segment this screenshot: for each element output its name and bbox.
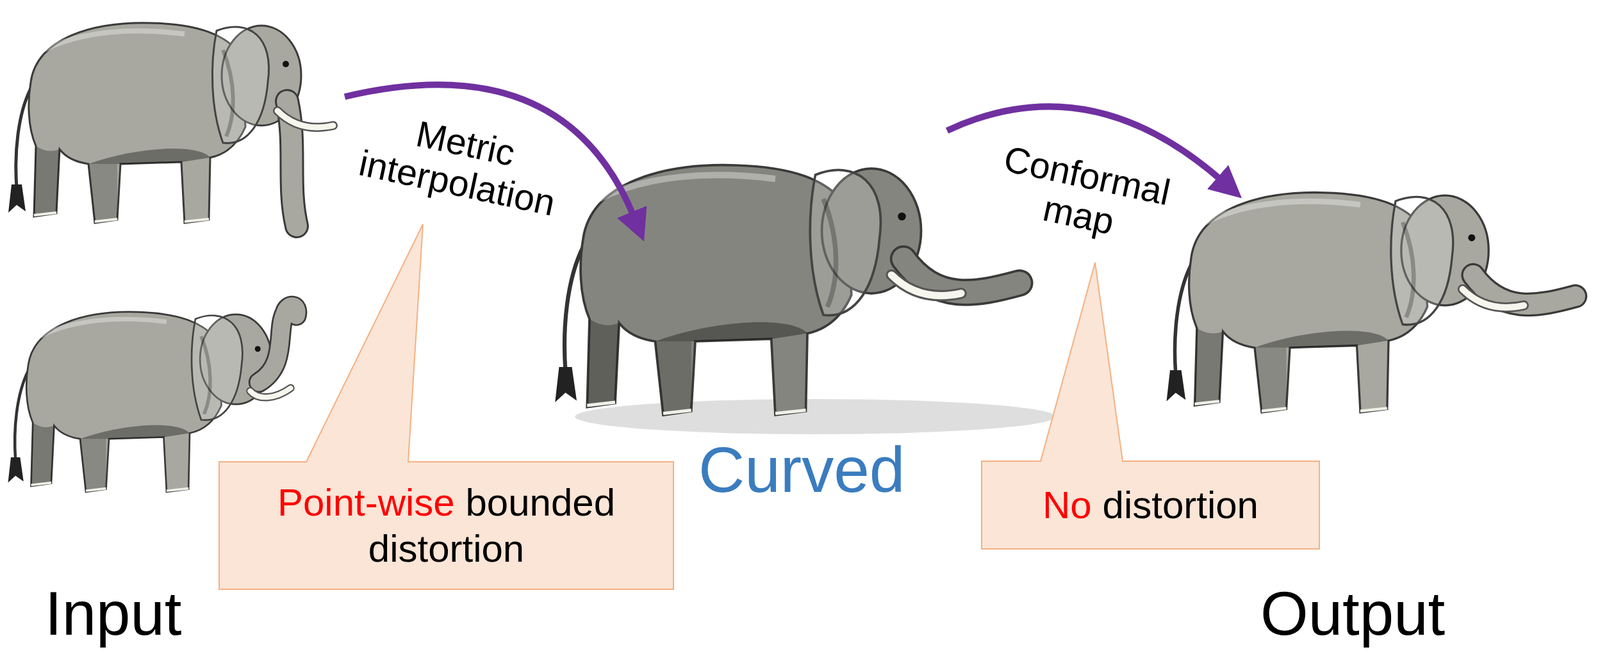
elephant-tusk — [277, 110, 334, 128]
callout-shape — [219, 224, 674, 590]
callout-box: Point-wisebounded distortion — [219, 461, 674, 590]
elephant-tusk — [891, 274, 962, 296]
arrow-label: Conformal map — [971, 133, 1196, 257]
elephant-tusk — [1462, 289, 1525, 308]
callout-shape — [981, 262, 1320, 550]
callout-emphasis: Point-wise — [277, 481, 455, 525]
shadow — [575, 399, 1056, 435]
elephant-trunk — [258, 306, 297, 383]
callout-text-part: distortion — [1102, 483, 1259, 527]
elephant-figure — [1166, 192, 1576, 413]
elephant-body — [8, 23, 302, 223]
callout-text: Nodistortion — [1042, 482, 1259, 529]
elephant-tusk — [1462, 289, 1525, 308]
input-label: Input — [44, 579, 182, 648]
elephant-body — [1166, 192, 1490, 413]
callout-emphasis: No — [1042, 483, 1092, 527]
elephant-tusk — [277, 110, 334, 128]
elephant-body — [554, 165, 921, 416]
elephant-figure — [8, 23, 334, 227]
output-label: Output — [1260, 579, 1445, 648]
callout-text: Point-wisebounded distortion — [233, 479, 660, 573]
elephant-trunk — [258, 306, 297, 383]
curved-label: Curved — [698, 434, 905, 505]
elephant-tusk — [250, 388, 291, 398]
elephant-tusk — [250, 388, 291, 398]
callout-box: Nodistortion — [981, 461, 1320, 550]
elephant-tusk — [891, 274, 962, 296]
